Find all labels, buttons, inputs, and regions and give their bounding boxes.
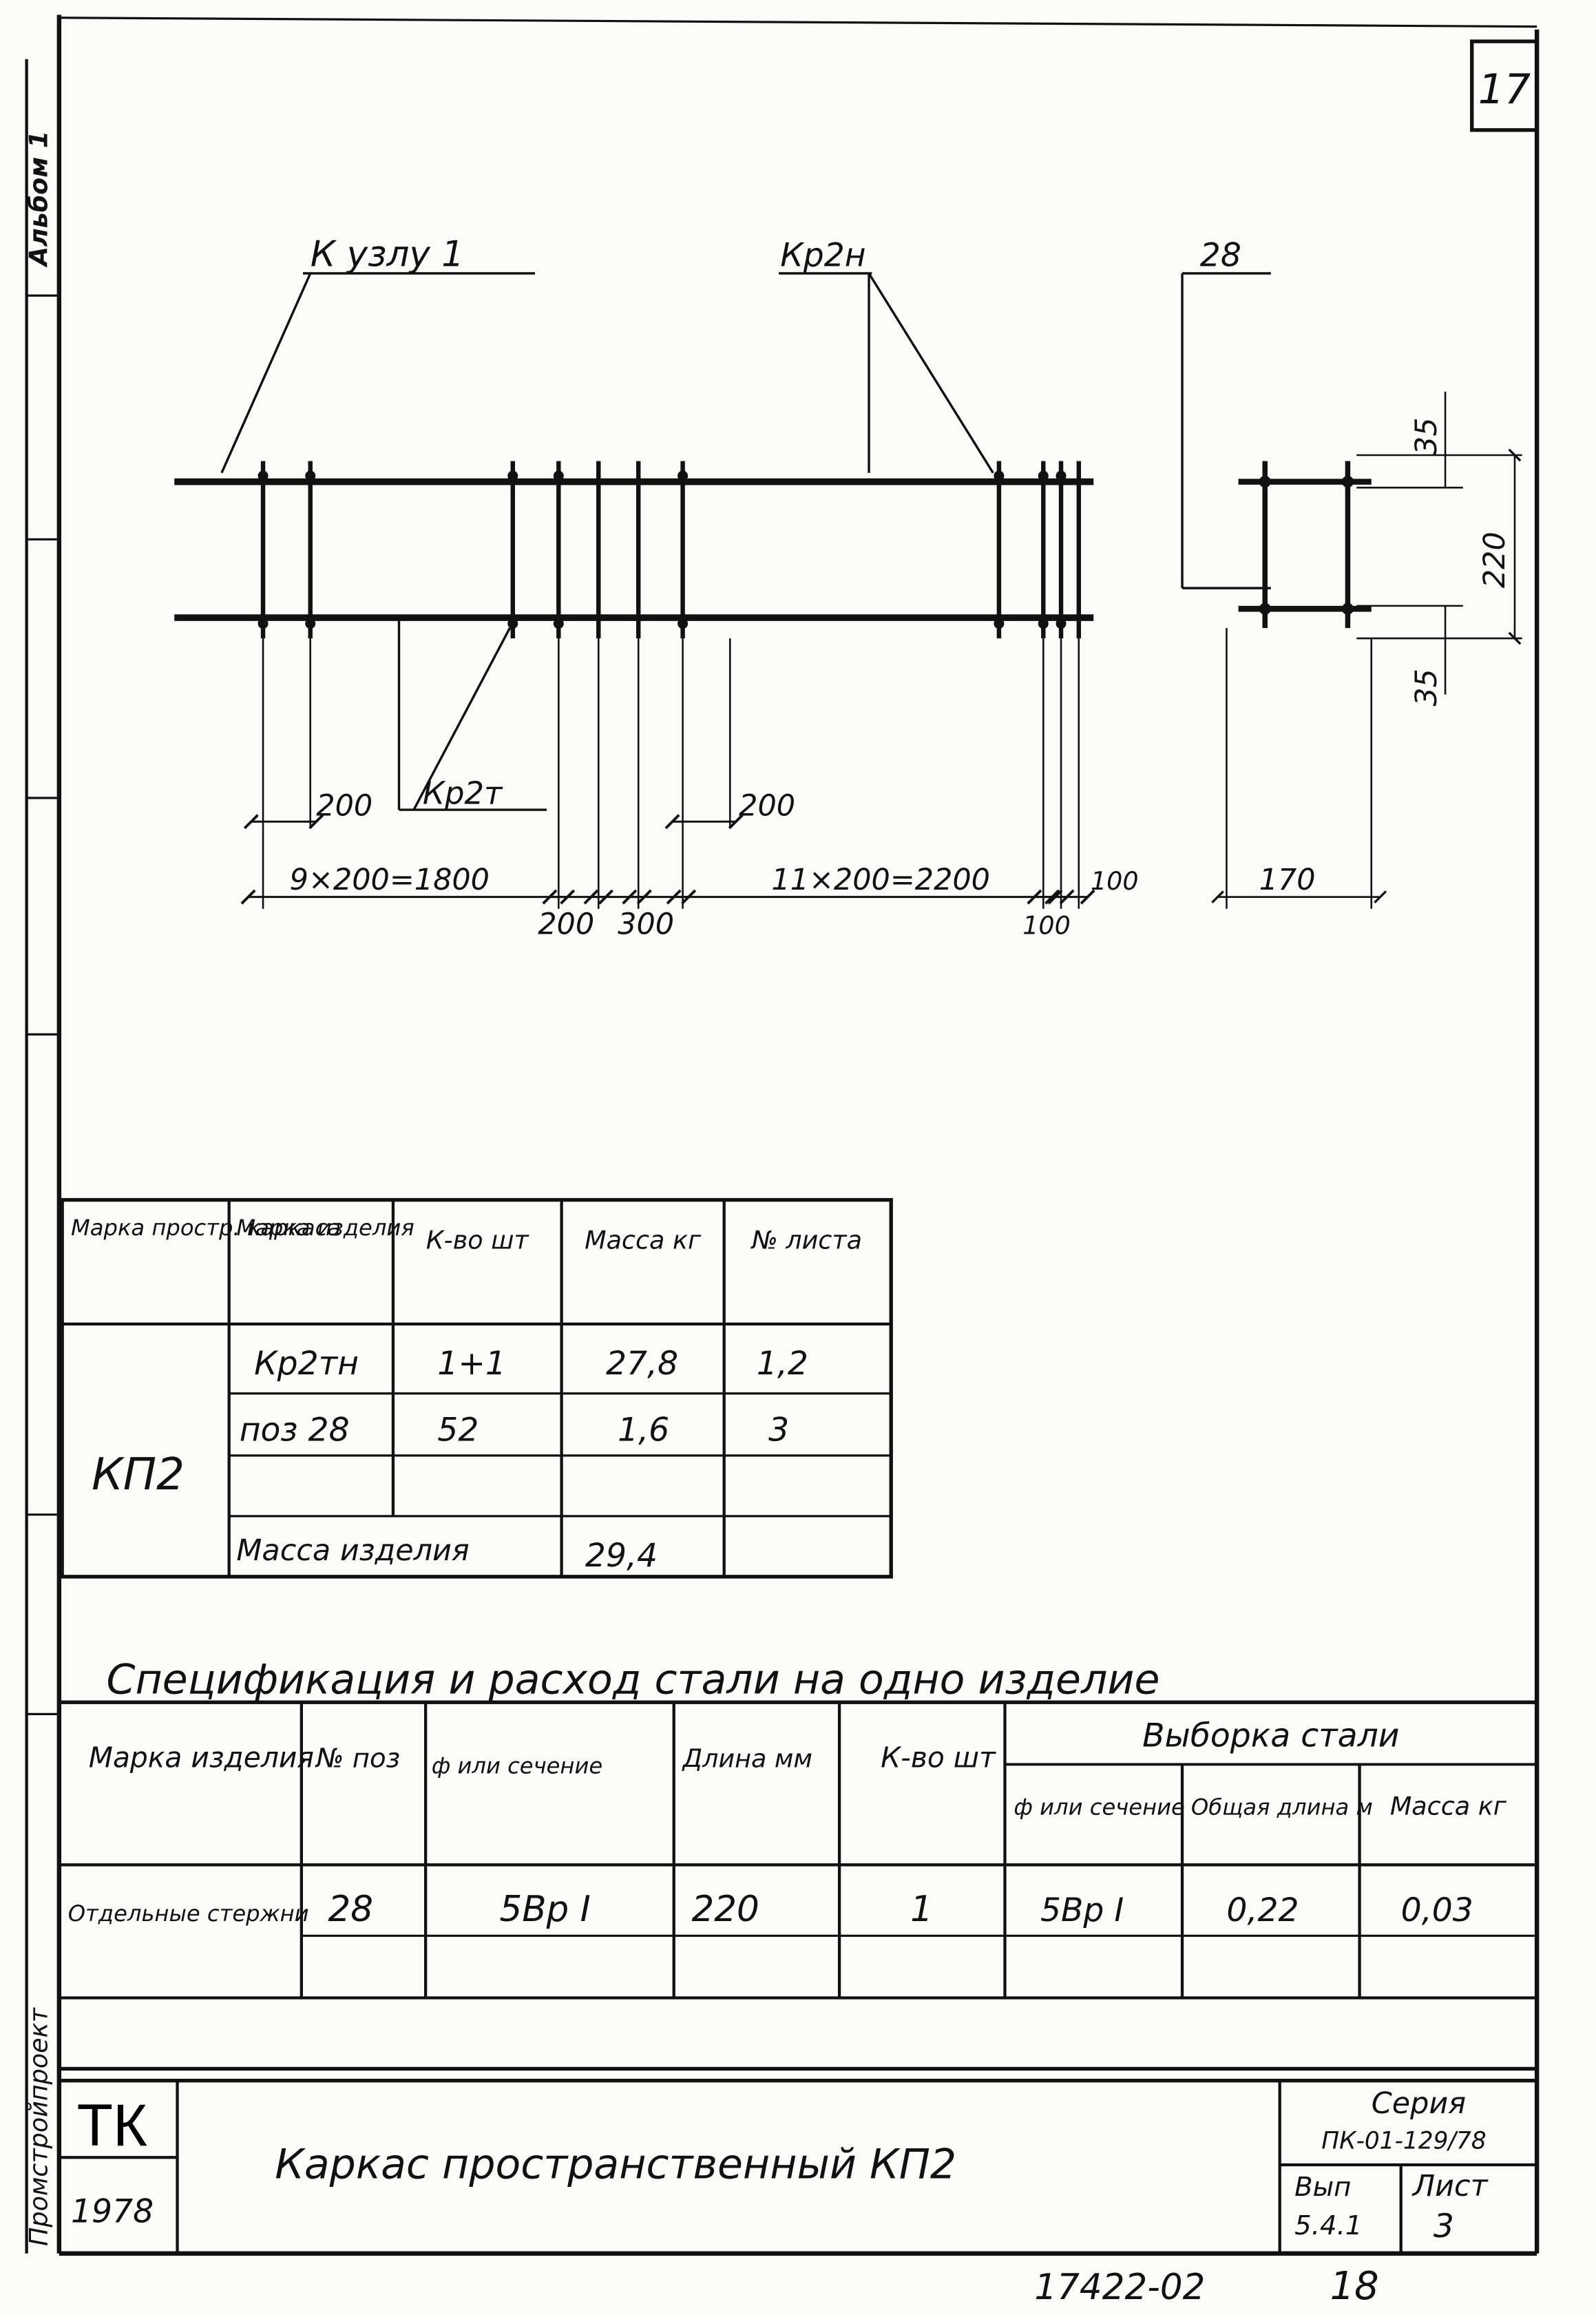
header-frame-mark: Марка простр. каркаса [71, 1215, 341, 1241]
svg-text:1,6: 1,6 [618, 1411, 669, 1449]
archive-number: 17422-02 [1034, 2267, 1205, 2308]
svg-text:220: 220 [691, 1889, 759, 1930]
dim-200-left: 200 [316, 789, 372, 824]
svg-text:Кр2тн: Кр2тн [254, 1345, 359, 1383]
series-label: Серия [1372, 2086, 1466, 2121]
weld-points [258, 470, 1067, 629]
spec-header-steel-section: ф или сечение [1014, 1794, 1184, 1820]
drawing-title: Каркас пространственный КП2 [275, 2140, 956, 2188]
callout-node: К узлу 1 [311, 233, 464, 275]
spec-header-steel-group: Выборка стали [1142, 1717, 1399, 1755]
section-dimensions [1211, 391, 1522, 909]
callout-kr2n: Кр2н [780, 236, 865, 274]
page-number: 18 [1330, 2264, 1379, 2309]
spec-header-total-length: Общая длина м [1191, 1794, 1373, 1820]
dim-100-a: 100 [1022, 910, 1071, 940]
spec-table-header: Марка изделия № поз ф или сечение Длина … [89, 1717, 1507, 1821]
table-row: Отдельные стержни 28 5Вр I 220 1 5Вр I 0… [68, 1889, 1473, 1930]
side-album-label: Альбом 1 [24, 131, 54, 268]
svg-text:поз 28: поз 28 [240, 1411, 350, 1449]
issue-value: 5.4.1 [1294, 2210, 1362, 2241]
series-value: ПК-01-129/78 [1321, 2127, 1486, 2155]
dim-11x200: 11×200=2200 [771, 863, 990, 897]
spec-title: Спецификация и расход стали на одно изде… [107, 1655, 1160, 1703]
dim-200-bottom: 200 [538, 907, 594, 941]
table-row: Кр2тн 1+1 27,8 1,2 [254, 1345, 808, 1383]
sheet-label: Лист [1411, 2169, 1489, 2203]
frame-front-view [174, 461, 1094, 639]
sheet-value: 3 [1434, 2208, 1454, 2245]
total-mass-value: 29,4 [585, 1537, 658, 1575]
svg-text:28: 28 [328, 1889, 373, 1930]
total-mass-label: Масса изделия [236, 1533, 469, 1568]
dim-300: 300 [618, 907, 674, 941]
assembly-table-header: Марка простр. каркаса Марка изделия К-во… [71, 1215, 862, 1255]
svg-text:0,22: 0,22 [1226, 1891, 1299, 1929]
dim-200-right: 200 [739, 789, 795, 824]
extension-lines [262, 638, 1080, 909]
svg-text:1+1: 1+1 [437, 1345, 506, 1383]
svg-text:1,2: 1,2 [757, 1345, 808, 1383]
svg-text:27,8: 27,8 [606, 1345, 678, 1383]
assembly-table [60, 1197, 893, 1579]
table-row: поз 28 52 1,6 3 [240, 1411, 789, 1449]
callout-leaders [220, 272, 1271, 811]
spec-header-mark: Марка изделия [89, 1741, 314, 1774]
frame-mark: КП2 [92, 1449, 185, 1500]
title-block-year: 1978 [71, 2193, 154, 2231]
spec-header-length: Длина мм [682, 1744, 812, 1774]
issue-label: Вып [1294, 2172, 1351, 2203]
header-sheet-no: № листа [750, 1225, 862, 1255]
svg-text:3: 3 [768, 1411, 789, 1449]
spec-header-pos: № поз [315, 1743, 400, 1774]
spec-header-mass: Масса кг [1390, 1791, 1507, 1821]
spec-header-qty: К-во шт [881, 1741, 996, 1774]
dim-9x200: 9×200=1800 [290, 863, 490, 897]
header-qty: К-во шт [426, 1225, 530, 1255]
dim-170: 170 [1259, 863, 1316, 897]
svg-text:5Вр I: 5Вр I [499, 1889, 590, 1930]
dim-220: 220 [1478, 532, 1512, 588]
side-org-label: Промстройпроект [24, 2006, 54, 2246]
svg-text:5Вр I: 5Вр I [1040, 1891, 1124, 1929]
svg-text:0,03: 0,03 [1401, 1891, 1473, 1929]
dimension-lines [240, 814, 1095, 905]
dim-35-bottom: 35 [1409, 669, 1444, 706]
header-item-mark: Марка изделия [236, 1215, 414, 1241]
dim-100-b: 100 [1091, 866, 1139, 896]
svg-text:Отдельные стержни: Отдельные стержни [68, 1900, 309, 1927]
callout-pos28: 28 [1200, 236, 1241, 274]
title-block-org: ТК [77, 2093, 147, 2159]
svg-text:1: 1 [910, 1889, 933, 1930]
callout-kr2t: Кр2т [423, 775, 503, 811]
dim-35-top: 35 [1409, 417, 1444, 455]
svg-text:52: 52 [437, 1411, 479, 1449]
spec-header-section: ф или сечение [432, 1752, 602, 1779]
title-block [59, 2078, 1537, 2254]
sheet-number: 17 [1478, 65, 1531, 114]
section-weld-points [1259, 476, 1354, 615]
spec-table [57, 1700, 1539, 2071]
header-mass: Масса кг [585, 1225, 702, 1255]
